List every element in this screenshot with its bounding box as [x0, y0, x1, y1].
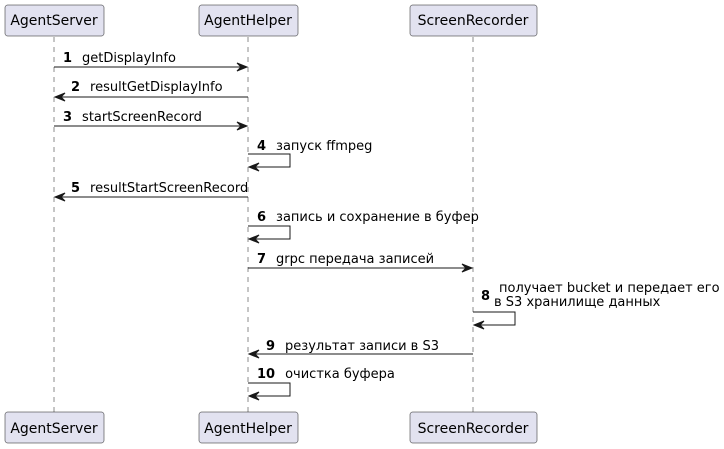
participant-label: ScreenRecorder — [418, 13, 529, 29]
participant-agenthelper-bottom: AgentHelper — [198, 411, 299, 444]
participant-label: ScreenRecorder — [418, 421, 529, 437]
participant-screenrecorder-top: ScreenRecorder — [409, 4, 538, 37]
message-label: 6 запись и сохранение в буфер — [257, 208, 479, 225]
participant-label: AgentServer — [10, 13, 98, 29]
message-label: 1 getDisplayInfo — [63, 49, 176, 66]
message-6: 6 запись и сохранение в буфер — [247, 208, 479, 244]
message-3: 3 startScreenRecord — [54, 108, 249, 131]
message-label-line-2: в S3 хранилище данных — [494, 295, 661, 310]
participant-screenrecorder-bottom: ScreenRecorder — [409, 411, 538, 444]
message-label: 2 resultGetDisplayInfo — [71, 78, 223, 95]
message-7: 7 grpc передача записей — [248, 250, 474, 273]
message-9: 9 результат записи в S3 — [247, 337, 473, 359]
message-2: 2 resultGetDisplayInfo — [53, 78, 248, 102]
message-label: 7 grpc передача записей — [257, 250, 434, 267]
message-label: 9 результат записи в S3 — [266, 337, 439, 354]
participant-agentserver-top: AgentServer — [4, 4, 105, 37]
message-label: 3 startScreenRecord — [63, 108, 202, 125]
message-4: 4 запуск ffmpeg — [247, 137, 372, 172]
participant-label: AgentHelper — [204, 421, 292, 437]
message-label: 10 очистка буфера — [257, 365, 395, 382]
message-label: 5 resultStartScreenRecord — [71, 179, 248, 196]
message-label: 8 получает bucket и передает его — [481, 281, 720, 304]
message-label: 4 запуск ffmpeg — [257, 137, 372, 154]
participant-label: AgentServer — [10, 421, 98, 437]
message-1: 1 getDisplayInfo — [54, 49, 249, 72]
message-10: 10 очистка буфера — [247, 365, 395, 401]
message-5: 5 resultStartScreenRecord — [53, 179, 248, 202]
participant-label: AgentHelper — [204, 13, 292, 29]
participant-agentserver-bottom: AgentServer — [4, 411, 105, 444]
message-8: 8 получает bucket и передает его в S3 хр… — [472, 281, 720, 330]
participant-agenthelper-top: AgentHelper — [198, 4, 299, 37]
